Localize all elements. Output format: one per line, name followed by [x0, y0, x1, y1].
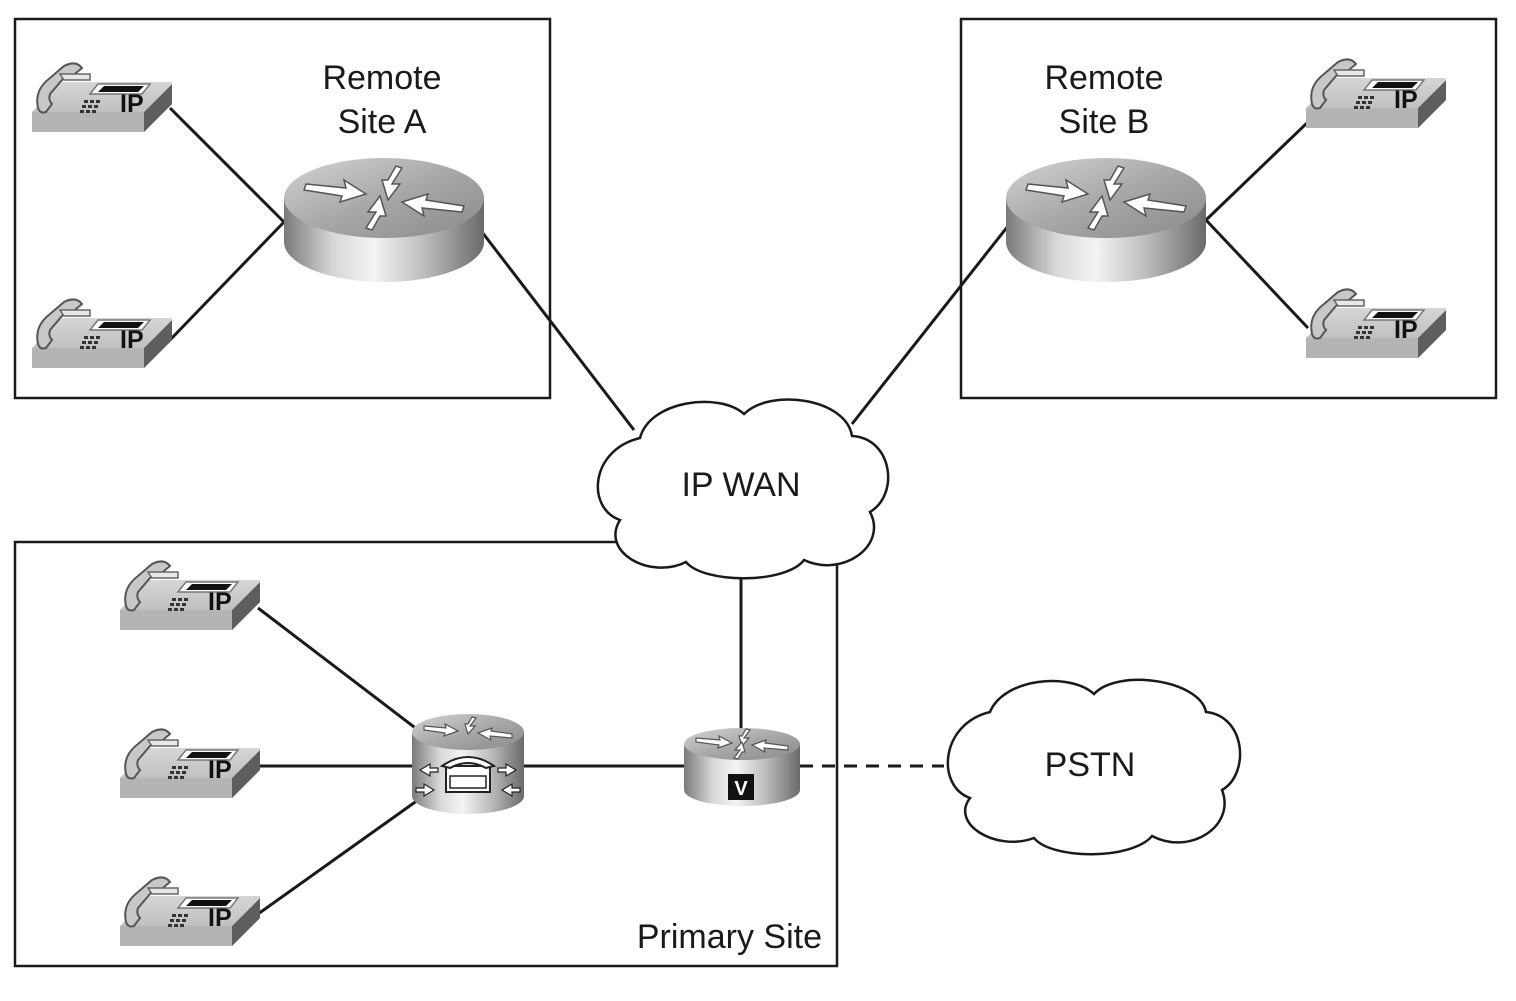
link-router-b-phone-b2 — [1204, 218, 1310, 330]
link-router-a-wan — [480, 231, 636, 431]
link-phone-a1-router-a — [168, 106, 286, 224]
router-icon — [1005, 157, 1207, 283]
phone-ip-label: IP — [1394, 316, 1418, 344]
ip-wan-label: IP WAN — [681, 466, 800, 504]
v-badge — [728, 774, 754, 800]
remote-site-b-box — [959, 17, 1498, 400]
site-boxes — [13, 17, 1498, 968]
primary-site-label: Primary Site — [637, 918, 822, 956]
ip-wan-cloud: IP WAN — [596, 398, 890, 580]
ip-phone-icon: IP — [31, 298, 173, 369]
pstn-cloud: PSTN — [946, 678, 1242, 856]
ip-phone-icon: IP — [119, 728, 261, 799]
remote-site-b-label-line2: Site B — [1059, 103, 1150, 141]
link-router-b-phone-b1 — [1204, 120, 1310, 222]
phone-ip-label: IP — [120, 326, 144, 354]
phone-ip-label: IP — [208, 904, 232, 932]
pstn-label: PSTN — [1045, 746, 1136, 784]
remote-site-a-label-line2: Site A — [338, 103, 427, 141]
voice-gateway-icon: V — [684, 728, 800, 806]
ip-phone-icon: IP — [1305, 288, 1447, 359]
remote-site-a: Remote Site A IP IP — [31, 59, 485, 369]
links — [168, 106, 1310, 916]
link-router-b-wan — [850, 225, 1010, 425]
phone-ip-label: IP — [208, 756, 232, 784]
remote-site-a-label-line1: Remote — [322, 59, 441, 97]
v-badge-label: V — [734, 778, 748, 800]
link-phone-p1-cm — [257, 606, 419, 732]
primary-site-box — [13, 540, 839, 968]
router-icon — [283, 157, 485, 283]
remote-site-a-box — [13, 17, 552, 400]
ip-phone-icon: IP — [119, 560, 261, 631]
link-phone-p3-cm — [257, 798, 419, 916]
cloud-icon — [946, 678, 1242, 856]
call-manager-router-icon — [412, 714, 524, 814]
phone-ip-label: IP — [120, 90, 144, 118]
phone-ip-label: IP — [208, 588, 232, 616]
ip-phone-icon: IP — [1305, 58, 1447, 129]
phone-ip-label: IP — [1394, 86, 1418, 114]
remote-site-b-label-line1: Remote — [1044, 59, 1163, 97]
link-phone-a2-router-a — [168, 220, 286, 342]
primary-site: Primary Site IP IP IP — [119, 560, 822, 956]
ip-phone-icon: IP — [119, 876, 261, 947]
remote-site-b: Remote Site B IP IP — [1005, 58, 1447, 359]
ip-phone-icon: IP — [31, 62, 173, 133]
cloud-icon — [596, 398, 890, 580]
